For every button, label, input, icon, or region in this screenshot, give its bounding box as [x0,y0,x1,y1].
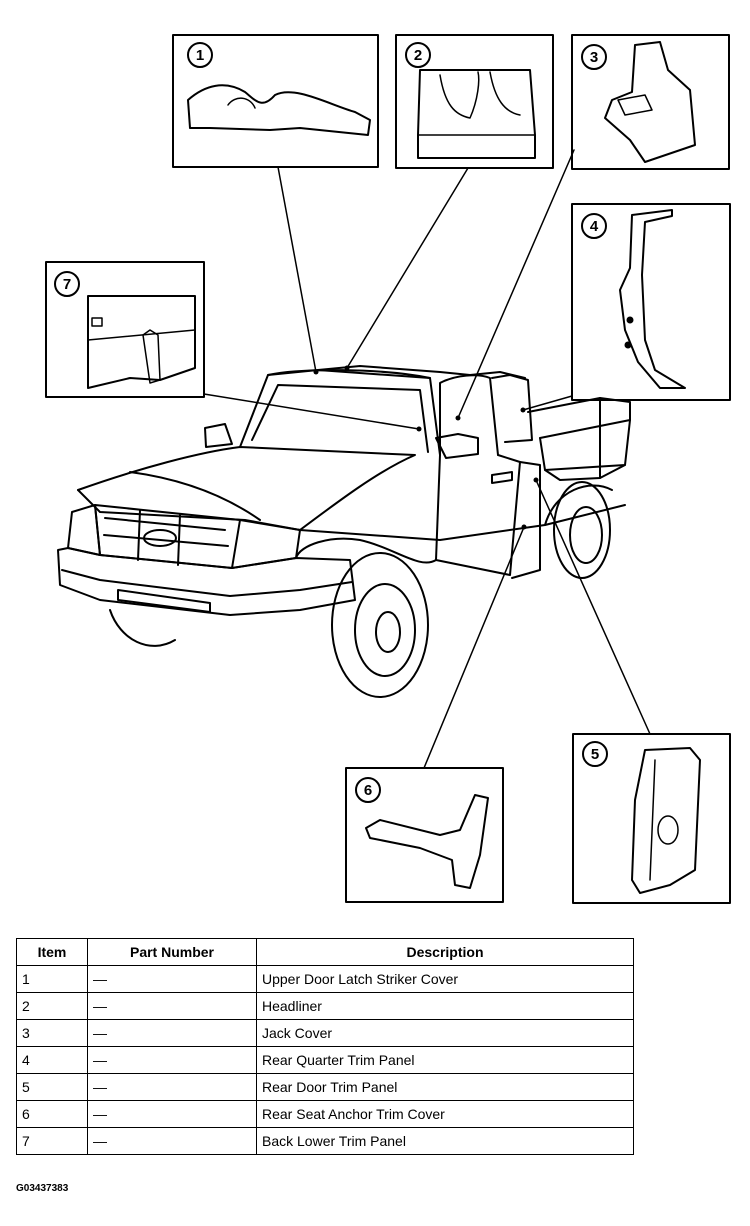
rear-door-trim-panel-illustration [631,747,701,894]
table-row: 1 — Upper Door Latch Striker Cover [16,965,634,993]
callout-circle-4 [581,213,607,239]
table-row: 5 — Rear Door Trim Panel [16,1073,634,1101]
back-lower-trim-panel-illustration [87,295,196,389]
table-row: 2 — Headliner [16,992,634,1020]
cell-item: 5 [16,1073,88,1101]
cell-item: 6 [16,1100,88,1128]
pickup-truck-illustration [57,365,631,698]
header-item: Item [16,938,88,966]
cell-description: Jack Cover [256,1019,634,1047]
cell-item: 2 [16,992,88,1020]
callout-box-2: 2 [395,34,554,169]
header-part-number: Part Number [87,938,257,966]
table-row: 6 — Rear Seat Anchor Trim Cover [16,1100,634,1128]
cell-part-number: — [87,992,257,1020]
cell-item: 3 [16,1019,88,1047]
callout-number-3: 3 [590,49,598,66]
cell-description: Back Lower Trim Panel [256,1127,634,1155]
callout-number-6: 6 [364,782,372,799]
cell-description: Rear Quarter Trim Panel [256,1046,634,1074]
cell-part-number: — [87,1019,257,1047]
callout-box-5: 5 [572,733,731,904]
cell-description: Rear Door Trim Panel [256,1073,634,1101]
callout-circle-3 [581,44,607,70]
parts-diagram: 1 2 3 4 5 6 [45,34,731,904]
figure-id: G03437383 [16,1183,69,1194]
callout-box-1: 1 [172,34,379,168]
callout-number-1: 1 [196,47,204,64]
leader-lines [203,149,651,769]
table-row: 7 — Back Lower Trim Panel [16,1127,634,1155]
callout-number-7: 7 [63,276,71,293]
cell-part-number: — [87,1073,257,1101]
cell-part-number: — [87,1127,257,1155]
cell-description: Headliner [256,992,634,1020]
attachment-points [313,365,539,530]
callout-number-5: 5 [591,746,599,763]
callout-circle-6 [355,777,381,803]
cell-description: Rear Seat Anchor Trim Cover [256,1100,634,1128]
parts-table: Item Part Number Description 1 — Upper D… [16,938,634,1155]
cell-item: 4 [16,1046,88,1074]
header-description: Description [256,938,634,966]
table-row: 3 — Jack Cover [16,1019,634,1047]
callout-circle-5 [582,741,608,767]
cell-description: Upper Door Latch Striker Cover [256,965,634,993]
upper-door-latch-striker-cover-illustration [187,84,371,136]
jack-cover-illustration [604,41,696,163]
callout-circle-2 [405,42,431,68]
callout-circle-7 [54,271,80,297]
rear-seat-anchor-trim-cover-illustration [365,794,489,889]
rear-quarter-trim-panel-illustration [619,209,686,389]
callout-number-2: 2 [414,47,422,64]
cell-part-number: — [87,965,257,993]
cell-item: 1 [16,965,88,993]
cell-part-number: — [87,1100,257,1128]
table-row: 4 — Rear Quarter Trim Panel [16,1046,634,1074]
callout-number-4: 4 [590,218,599,235]
callout-box-6: 6 [345,767,504,903]
callout-box-3: 3 [571,34,730,170]
callout-box-7: 7 [45,261,205,398]
cell-item: 7 [16,1127,88,1155]
callout-circle-1 [187,42,213,68]
cell-part-number: — [87,1046,257,1074]
callout-box-4: 4 [571,203,731,401]
table-header-row: Item Part Number Description [16,938,634,966]
